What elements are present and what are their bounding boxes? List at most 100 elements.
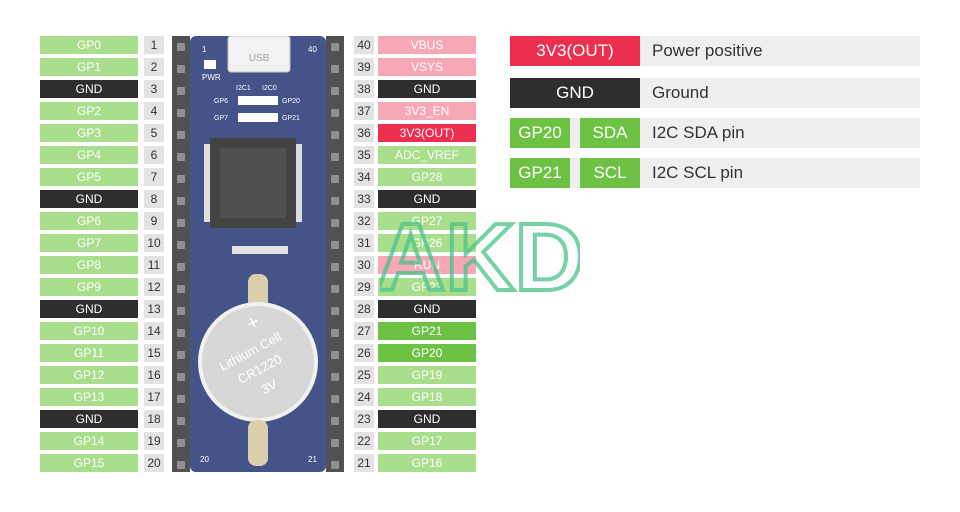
header-pin-hole [331,43,339,51]
header-pin-hole [331,351,339,359]
pin-number: 21 [354,454,374,472]
pin-label-gp22: GP22 [378,278,476,296]
pin-label-gnd: GND [378,410,476,428]
chip-leads-right [296,144,302,222]
legend-description: Power positive [652,41,763,60]
i2c-jumper-bottom [238,113,278,122]
pwr-led [204,60,216,69]
header-pin-hole [331,417,339,425]
pin-number: 24 [354,388,374,406]
header-pin-hole [177,439,185,447]
pin-number: 25 [354,366,374,384]
header-pin-hole [331,395,339,403]
pin-label-gp15: GP15 [40,454,138,472]
gp7-label: GP7 [214,115,228,122]
board-illustration: USB 1 40 PWR I2C1 I2C0 GP6 GP7 GP20 GP21… [190,36,326,472]
pin-label-gp19: GP19 [378,366,476,384]
legend-description: I2C SDA pin [652,123,745,142]
pin-label-adc-vref: ADC_VREF [378,146,476,164]
pin-label-gp9: GP9 [40,278,138,296]
pin-label-gp13: GP13 [40,388,138,406]
header-pin-hole [331,87,339,95]
legend-description: I2C SCL pin [652,163,744,182]
i2c1-label: I2C1 [236,85,251,92]
left-header-strip [172,36,190,472]
pin-number: 18 [144,410,164,428]
header-pin-hole [331,285,339,293]
pin-label-gp0: GP0 [40,36,138,54]
pin-number: 1 [144,36,164,54]
pin-label-gnd: GND [378,300,476,318]
pin-label-gp21: GP21 [378,322,476,340]
pin-label-gp18: GP18 [378,388,476,406]
header-pin-hole [177,87,185,95]
pin-label-3v3-out: 3V3(OUT) [378,124,476,142]
header-pin-hole [331,439,339,447]
pin-number: 7 [144,168,164,186]
header-pin-hole [331,307,339,315]
pin-label-gp3: GP3 [40,124,138,142]
header-pin-hole [331,65,339,73]
watermark-text: AKD [380,205,580,300]
legend-tag-gp20: GP20 [510,118,570,148]
pin-number: 30 [354,256,374,274]
header-pin-hole [331,373,339,381]
header-pin-hole [331,131,339,139]
pin-label-gp12: GP12 [40,366,138,384]
i2c-jumper-top [238,96,278,105]
pin-number: 15 [144,344,164,362]
pin-number: 16 [144,366,164,384]
pin-number: 2 [144,58,164,76]
header-pin-hole [331,329,339,337]
battery-line3: 3V [258,376,279,397]
pin-number: 20 [144,454,164,472]
pin-number: 23 [354,410,374,428]
akd-watermark: AKD [380,205,580,300]
pin-number: 12 [144,278,164,296]
pin-label-gnd: GND [40,80,138,98]
pin-label-vsys: VSYS [378,58,476,76]
pin-label-gp7: GP7 [40,234,138,252]
pin-number: 39 [354,58,374,76]
header-pin-hole [177,395,185,403]
pin-number: 29 [354,278,374,296]
pwr-label: PWR [202,73,221,82]
pin-number: 27 [354,322,374,340]
pin-label-gp8: GP8 [40,256,138,274]
legend-tag-gnd: GND [510,78,640,108]
pin-number: 9 [144,212,164,230]
pin-number: 3 [144,80,164,98]
pin-number: 26 [354,344,374,362]
header-pin-hole [331,219,339,227]
pin-number: 6 [144,146,164,164]
header-pin-hole [177,263,185,271]
pin-label-gp5: GP5 [40,168,138,186]
pin-label-gp27: GP27 [378,212,476,230]
battery-tab-bottom [248,420,268,466]
pin-label-gp28: GP28 [378,168,476,186]
pin-number: 14 [144,322,164,340]
header-pin-hole [177,329,185,337]
pin-label-3v3-en: 3V3_EN [378,102,476,120]
legend-description: Ground [652,83,709,102]
pin-label-gp1: GP1 [40,58,138,76]
usb-connector [227,36,291,73]
legend-tag-gp21: GP21 [510,158,570,188]
pin-label-gp20: GP20 [378,344,476,362]
chip-leads-left [204,144,210,222]
header-pin-hole [331,263,339,271]
pin-number: 19 [144,432,164,450]
pin-label-gp11: GP11 [40,344,138,362]
pin-label-gnd: GND [40,410,138,428]
pin-label-run: RUN [378,256,476,274]
header-pin-hole [177,307,185,315]
corner-label-20: 20 [200,455,209,464]
legend-tag-3v3-out: 3V3(OUT) [510,36,640,66]
pin-label-gp2: GP2 [40,102,138,120]
pin-label-vbus: VBUS [378,36,476,54]
pin-label-gp6: GP6 [40,212,138,230]
pin-number: 34 [354,168,374,186]
pin-number: 38 [354,80,374,98]
corner-label-1: 1 [202,45,207,54]
